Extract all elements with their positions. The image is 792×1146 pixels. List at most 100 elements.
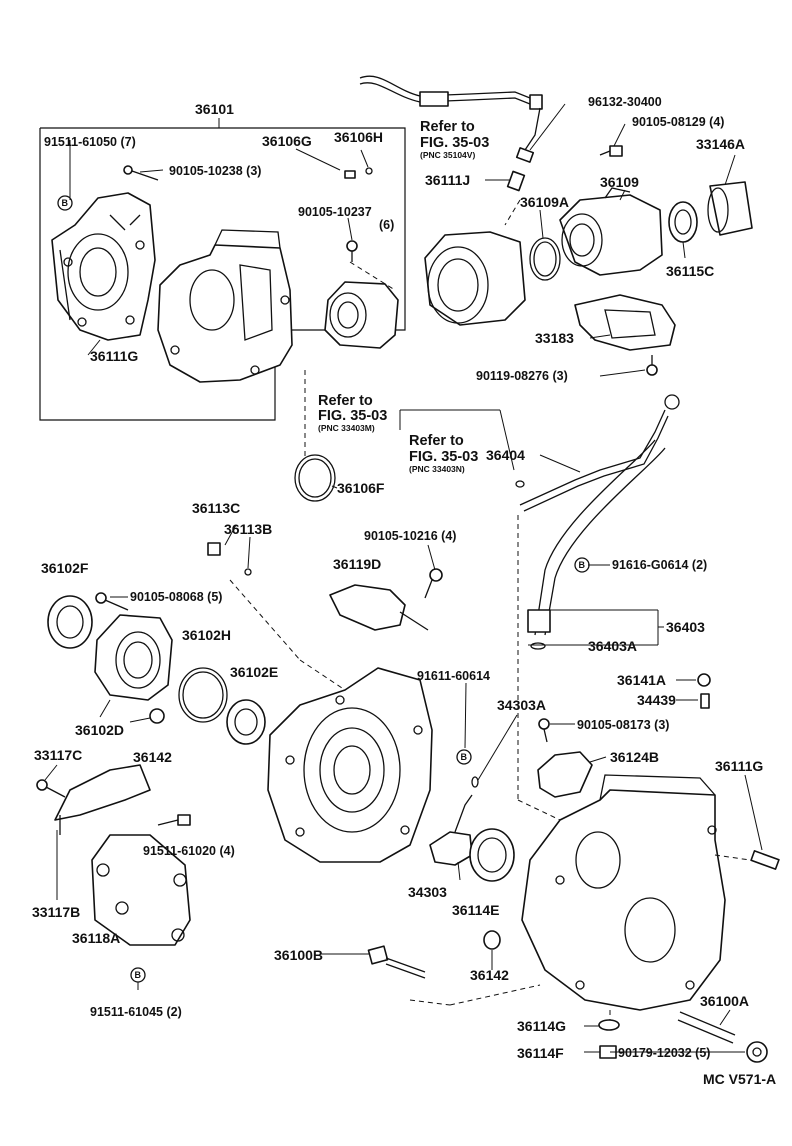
part-label: 36106F <box>337 480 385 496</box>
part-label: 36100B <box>274 947 323 963</box>
bolt-91511-61020 <box>157 814 191 826</box>
part-label: 36403 <box>666 619 705 635</box>
part-label: 91511-61020 (4) <box>143 844 235 858</box>
adapter-housing <box>424 231 526 326</box>
dust-deflector-33146A <box>707 181 753 236</box>
plug-36141A <box>697 673 711 687</box>
part-label: 96132-30400 <box>588 95 662 109</box>
bearing-36102E <box>226 699 266 745</box>
part-label: 90105-10237 <box>298 205 372 219</box>
part-label: 36404 <box>486 447 525 463</box>
leader-lines <box>44 103 763 1053</box>
part-label: 36102D <box>75 722 124 738</box>
speedometer-cable <box>359 75 543 151</box>
part-label: 90105-08173 (3) <box>577 718 669 732</box>
svg-text:Refer to: Refer to <box>409 433 464 449</box>
oring-36106F <box>294 454 336 502</box>
part-label: 36100A <box>700 993 749 1009</box>
part-label: 36118A <box>72 930 120 946</box>
refer-to-1: Refer to FIG. 35-03 (PNC 35104V) <box>420 119 489 160</box>
svg-text:FIG. 35-03: FIG. 35-03 <box>318 408 387 424</box>
part-label: 36111G <box>715 758 763 774</box>
svg-text:B: B <box>135 970 142 980</box>
stud-36100A <box>677 1011 736 1044</box>
bolt-90105-10237 <box>346 240 358 262</box>
plug-36106G <box>344 170 356 179</box>
rear-cover-36111G <box>51 192 156 341</box>
part-label: 36114F <box>517 1045 564 1061</box>
part-label: 36113B <box>224 521 272 537</box>
gasket-34439 <box>700 693 710 709</box>
part-label: 33117B <box>32 904 80 920</box>
part-label: 36106H <box>334 129 383 145</box>
bracket-33183 <box>574 294 676 351</box>
refer-to-3: Refer to FIG. 35-03 (PNC 33403N) <box>409 433 478 474</box>
bolt-90119-08276 <box>646 355 658 376</box>
mount-36118A <box>91 834 191 946</box>
svg-text:FIG. 35-03: FIG. 35-03 <box>420 135 489 151</box>
bracket-36119D <box>329 584 429 631</box>
part-label: 36102E <box>230 664 278 680</box>
sensor-34303 <box>429 794 473 866</box>
bolt-marker-B-2: B <box>574 557 590 573</box>
svg-text:(PNC 35104V): (PNC 35104V) <box>420 150 475 160</box>
part-label: 90105-10216 (4) <box>364 529 456 543</box>
svg-text:B: B <box>62 198 69 208</box>
part-label: 36115C <box>666 263 714 279</box>
svg-text:(PNC 33403M): (PNC 33403M) <box>318 423 375 433</box>
oil-seal-36102F <box>47 595 93 649</box>
bolt-90105-08068 <box>95 592 129 611</box>
sensor-96132-30400 <box>515 147 535 163</box>
retainer-bearing <box>324 281 399 349</box>
oil-seal-36115C <box>668 201 698 243</box>
plug-36111G-2 <box>750 850 780 870</box>
part-label: 33183 <box>535 330 574 346</box>
part-label: 36403A <box>588 638 637 654</box>
sleeve-36111J <box>506 170 526 192</box>
bolt-marker-B-3: B <box>456 749 472 765</box>
retainer-36102D <box>94 614 173 701</box>
part-label: 33146A <box>696 136 745 152</box>
part-label: 90119-08276 (3) <box>476 369 568 383</box>
part-label: 34439 <box>637 692 676 708</box>
washer-36114G <box>598 1019 620 1031</box>
part-label: 91616-G0614 (2) <box>612 558 707 572</box>
refer-to-2: Refer to FIG. 35-03 (PNC 33403M) <box>318 393 387 433</box>
oring-36102H <box>178 667 228 723</box>
part-label: 91611-60614 <box>417 669 490 683</box>
svg-text:B: B <box>461 752 468 762</box>
extension-housing-36109 <box>559 187 663 276</box>
nut-36142-2 <box>483 930 501 950</box>
part-labels: 91511-61050 (7) 90105-10238 (3) 36106G 3… <box>32 95 763 1061</box>
bolt-marker-B-1: B <box>57 195 73 211</box>
transmission-case-main <box>521 774 726 1011</box>
svg-text:Refer to: Refer to <box>420 119 475 135</box>
transmission-case-inner <box>157 229 293 383</box>
svg-text:B: B <box>579 560 586 570</box>
nut-36142-1 <box>149 708 165 724</box>
part-label: 34303A <box>497 697 546 713</box>
part-label: 36142 <box>133 749 172 765</box>
part-label: 90105-08068 (5) <box>130 590 222 604</box>
part-label: 36106G <box>262 133 312 149</box>
part-label: 91511-61045 (2) <box>90 1005 182 1019</box>
part-label: 36113C <box>192 500 240 516</box>
part-label: 33117C <box>34 747 82 763</box>
bolt-36100B <box>367 945 426 979</box>
part-label: 36142 <box>470 967 509 983</box>
nut-90179-12032 <box>746 1041 768 1063</box>
group-label: 36101 <box>195 101 234 117</box>
svg-text:FIG. 35-03: FIG. 35-03 <box>409 449 478 465</box>
bolt-90105-10216 <box>424 568 443 599</box>
bracket-33117B <box>54 764 151 835</box>
part-label: 36141A <box>617 672 666 688</box>
gasket-36113B <box>244 568 252 576</box>
oring-34303A <box>471 776 479 788</box>
part-label: 90179-12032 (5) <box>618 1046 710 1060</box>
part-label: 36119D <box>333 556 381 572</box>
svg-text:(PNC 33403N): (PNC 33403N) <box>409 464 465 474</box>
oil-seal-36114E <box>469 828 515 882</box>
dipstick-tube-36403 <box>527 439 666 636</box>
part-label: 36114E <box>452 902 500 918</box>
